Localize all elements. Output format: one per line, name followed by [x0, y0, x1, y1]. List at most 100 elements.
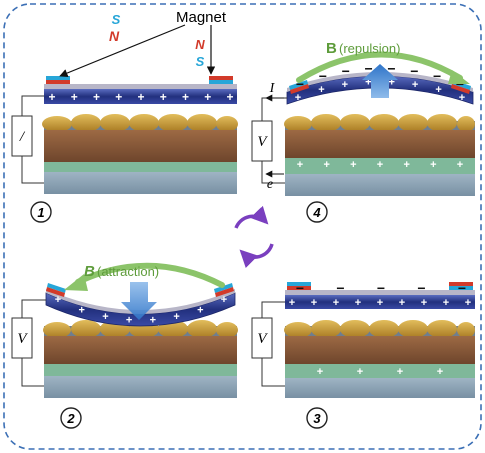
grey-substrate [44, 172, 237, 194]
voltage-symbol: V [257, 134, 268, 150]
negative-charges: −−−−− [296, 280, 466, 296]
minus-sign: − [342, 63, 350, 79]
plus-sign: + [115, 90, 122, 104]
cycle-arrow-bottom [239, 243, 274, 269]
magnet-arrow-left [59, 24, 186, 78]
plus-sign: + [443, 297, 449, 309]
brown-layer [285, 336, 475, 364]
green-layer [44, 364, 237, 376]
positive-charges: ++++++++ [295, 76, 465, 104]
step-number: 2 [66, 411, 75, 426]
plus-sign: + [311, 297, 317, 309]
plus-sign: + [399, 297, 405, 309]
meter-box [11, 317, 33, 359]
voltage-symbol: V [257, 331, 268, 347]
positive-charges: ++++ [317, 366, 443, 378]
plus-sign: + [342, 79, 348, 91]
minus-sign: − [364, 60, 372, 76]
magnet-right [209, 76, 233, 84]
step-circle [60, 407, 82, 429]
plus-sign: + [226, 90, 233, 104]
plus-sign: + [457, 159, 463, 171]
plus-sign: + [137, 90, 144, 104]
grey-substrate [285, 378, 475, 398]
positive-charges: +++++++ [297, 159, 463, 171]
panel-3: −−−−− +++++++++ ++++ V 3 [251, 280, 475, 429]
meter-box [11, 115, 33, 157]
field-label: (repulsion) [339, 41, 400, 56]
plus-sign: + [388, 76, 394, 88]
field-arrow-head [448, 70, 470, 84]
magnet-left [289, 80, 309, 94]
magnet-right [449, 282, 473, 290]
meter-box [251, 120, 273, 162]
step-number: 4 [312, 205, 321, 220]
plus-sign: + [204, 90, 211, 104]
meter-symbol: / [19, 129, 26, 145]
plus-sign: + [126, 315, 132, 327]
plus-sign: + [355, 297, 361, 309]
pole-label-n: N [109, 28, 120, 44]
plus-sign: + [459, 92, 465, 104]
magnet-annotation: Magnet S N N S [59, 9, 227, 78]
panel-4: ++++++++ −−−−−−−− +++++++ B (repulsion) … [251, 40, 475, 223]
green-layer [44, 162, 237, 172]
plus-sign: + [182, 90, 189, 104]
plus-sign: + [397, 366, 403, 378]
plus-sign: + [357, 366, 363, 378]
bumps [42, 114, 238, 132]
plus-sign: + [197, 304, 203, 316]
field-arrow [75, 262, 225, 288]
field-arrow-head [64, 274, 88, 291]
step-number: 3 [313, 411, 321, 426]
step-number: 1 [37, 205, 44, 220]
green-layer [285, 158, 475, 174]
plus-sign: + [55, 294, 61, 306]
minus-sign: − [458, 280, 466, 296]
pole-label-s: S [196, 54, 205, 69]
field-symbol: B [84, 263, 95, 280]
positive-charges: +++++++++ [289, 297, 471, 309]
field-symbol: B [326, 40, 337, 57]
plus-sign: + [377, 297, 383, 309]
minus-sign: − [387, 60, 395, 76]
minus-sign: − [417, 280, 425, 296]
minus-sign: − [296, 280, 304, 296]
plus-sign: + [102, 311, 108, 323]
grey-substrate [285, 174, 475, 196]
field-label: (attraction) [97, 264, 159, 279]
cycle-arrows [234, 205, 274, 269]
magnet-left [46, 283, 66, 297]
meter-box [251, 317, 273, 359]
magnet-left [46, 76, 70, 84]
top-plate [44, 89, 237, 104]
minus-sign: − [296, 76, 304, 92]
plus-sign: + [412, 79, 418, 91]
positive-charges: +++++++++ [48, 90, 233, 104]
voltage-symbol: V [17, 331, 28, 347]
top-film [46, 289, 235, 314]
field-arrow [296, 51, 463, 83]
attraction-arrow [121, 282, 157, 320]
plus-sign: + [421, 297, 427, 309]
dashed-border [3, 3, 482, 450]
green-layer [285, 364, 475, 378]
plus-sign: + [160, 90, 167, 104]
plus-sign: + [333, 297, 339, 309]
plus-sign: + [435, 84, 441, 96]
minus-sign: − [433, 68, 441, 84]
pole-label-s: S [112, 12, 121, 27]
panel-2: ++++++++ B (attraction) V 2 [11, 262, 238, 429]
top-film [287, 72, 473, 92]
plus-sign: + [295, 92, 301, 104]
top-plate [285, 295, 475, 309]
top-film [44, 84, 237, 89]
plus-sign: + [350, 159, 356, 171]
cycle-arrow-top [234, 205, 269, 229]
brown-layer [285, 130, 475, 158]
plus-sign: + [430, 159, 436, 171]
step-circle [30, 201, 52, 223]
plus-sign: + [150, 315, 156, 327]
grey-substrate [44, 376, 237, 398]
